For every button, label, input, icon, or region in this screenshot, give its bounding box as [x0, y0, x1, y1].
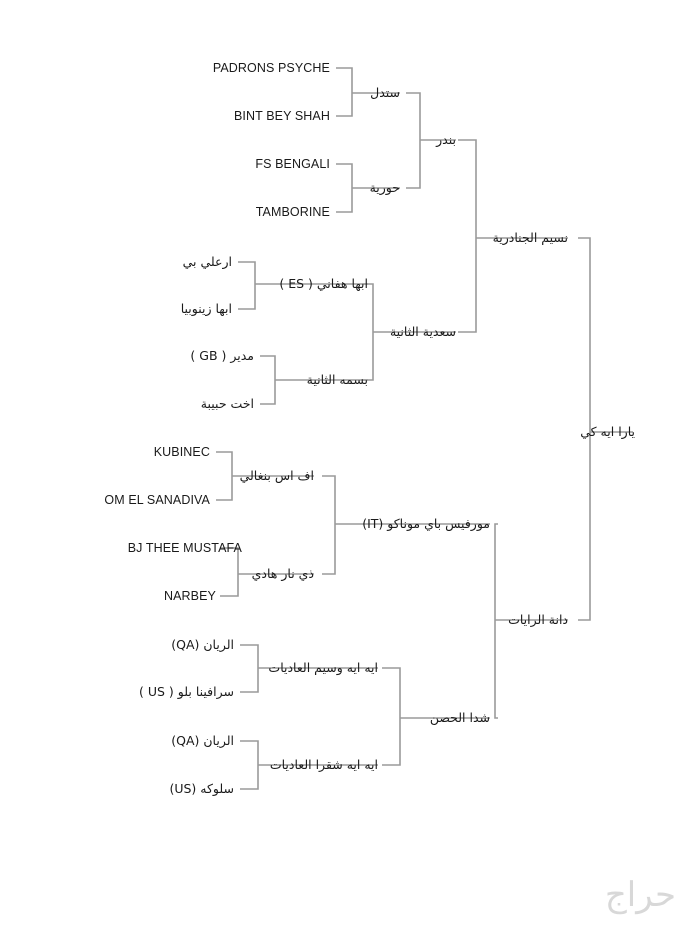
bracket-sire-sire: [406, 92, 456, 189]
horse-name-ss-dam: حورية: [369, 180, 400, 195]
bracket-ddd: [240, 740, 378, 790]
horse-name-ss-sire: ستدل: [370, 85, 400, 100]
horse-name-ds-dam: ذي نار هادي: [251, 566, 314, 581]
bracket-sdd: [260, 355, 368, 405]
horse-name-dds-sire: الريان (QA): [171, 637, 234, 652]
horse-name-ssd-dam: TAMBORINE: [255, 205, 330, 219]
horse-name-ds-sire: اف اس بنغالي: [239, 468, 314, 483]
bracket-sire: [458, 139, 568, 333]
horse-name-sss-sire: PADRONS PSYCHE: [212, 61, 330, 75]
bracket-root: [578, 237, 633, 621]
horse-name-root: يارا ايه كي: [580, 424, 635, 439]
horse-name-sds-sire: ارعلي بي: [182, 254, 232, 269]
horse-name-sss-dam: BINT BEY SHAH: [233, 109, 330, 123]
horse-name-dam-dam: شدا الحصن: [429, 710, 490, 725]
bracket-ss: [336, 67, 400, 117]
horse-name-dd-dam: ايه ايه شقرا العاديات: [269, 757, 378, 772]
bracket-dam: [494, 523, 568, 719]
horse-name-dss-dam: OM EL SANADIVA: [104, 493, 210, 507]
horse-name-sdd-dam: اخت حبيبة: [200, 396, 254, 411]
horse-name-dsd-dam: NARBEY: [163, 589, 216, 603]
horse-name-sire: نسيم الجنادرية: [492, 230, 568, 245]
horse-name-sire-dam: سعدية الثانية: [389, 324, 456, 339]
horse-name-dam-sire: مورفيس باي موناكو (IT): [362, 516, 490, 531]
horse-name-ddd-sire: الريان (QA): [171, 733, 234, 748]
horse-name-ddd-dam: سلوكه (US): [169, 781, 234, 796]
bracket-dds: [240, 644, 378, 693]
horse-name-dam: دانة الرايات: [508, 612, 568, 627]
bracket-dam-dam: [382, 667, 490, 766]
bracket-sds: [238, 261, 368, 310]
horse-name-dd-sire: ايه ايه وسيم العاديات: [268, 660, 378, 675]
horse-name-ssd-sire: FS BENGALI: [255, 157, 330, 171]
bracket-dss: [216, 451, 314, 501]
horse-name-dds-dam: سرافينا بلو ( US ): [139, 684, 234, 699]
bracket-sd: [336, 163, 400, 213]
bracket-dsd: [220, 547, 314, 597]
bracket-dam-sire: [322, 475, 490, 575]
horse-name-sdd-sire: مدير ( GB ): [190, 348, 254, 363]
horse-name-sds-dam: ابها زينوبيا: [180, 301, 232, 316]
horse-name-sd-sire: ابها هفاني ( ES ): [279, 276, 368, 291]
horse-name-sire-sire: بندر: [436, 132, 456, 147]
horse-name-sd-dam: بسمه الثانية: [306, 372, 368, 387]
horse-name-dsd-sire: BJ THEE MUSTAFA: [127, 541, 242, 555]
watermark-logo: حراج: [604, 875, 676, 915]
horse-name-dss-sire: KUBINEC: [153, 445, 210, 459]
